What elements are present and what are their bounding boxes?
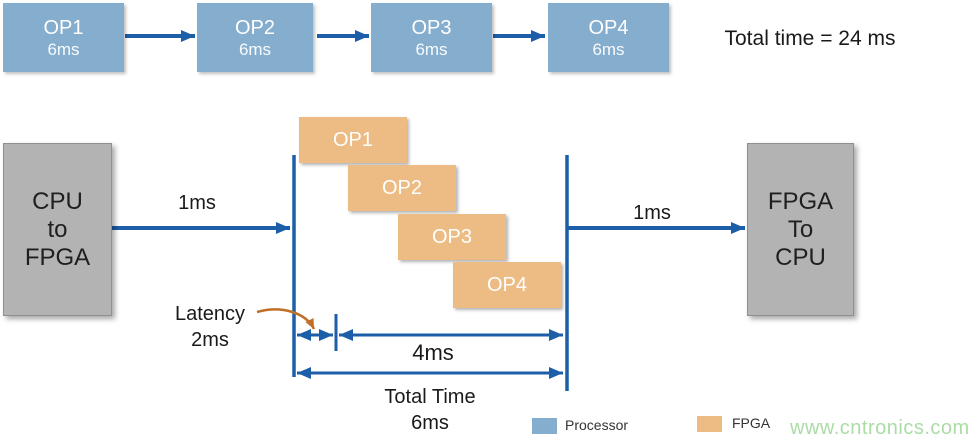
cpu-to-fpga-line1: CPU bbox=[32, 187, 83, 215]
latency-label-block: Latency 2ms bbox=[160, 301, 260, 353]
fpga-to-cpu-line1: FPGA bbox=[767, 187, 834, 215]
pipeline-total-block: Total Time 6ms bbox=[355, 384, 505, 436]
transfer-out-label: 1ms bbox=[633, 202, 671, 224]
latency-pointer-curve bbox=[256, 308, 316, 330]
seq-op2-box: OP2 6ms bbox=[197, 3, 313, 72]
seq-op1-label: OP1 bbox=[43, 16, 84, 39]
cpu-to-fpga-box: CPU to FPGA bbox=[3, 143, 112, 316]
seq-op2-label: OP2 bbox=[234, 16, 276, 39]
watermark-text: www.cntronics.com bbox=[790, 417, 970, 439]
seq-op1-box: OP1 6ms bbox=[3, 3, 124, 72]
legend-fpga-swatch bbox=[697, 416, 722, 432]
legend-fpga-label: FPGA bbox=[732, 415, 771, 431]
pipe-op1-box: OP1 bbox=[299, 117, 407, 163]
pipe-op4-label: OP4 bbox=[486, 273, 528, 296]
seq-op3-time: 6ms bbox=[415, 39, 448, 59]
latency-label: Latency bbox=[174, 303, 246, 325]
pipe-op1-label: OP1 bbox=[332, 128, 374, 151]
pipe-op2-box: OP2 bbox=[348, 165, 456, 211]
fpga-to-cpu-box: FPGA To CPU bbox=[747, 143, 854, 316]
transfer-in-label: 1ms bbox=[178, 192, 216, 214]
cpu-to-fpga-line2: to bbox=[47, 215, 68, 243]
seq-op3-label: OP3 bbox=[411, 16, 452, 39]
pipeline-total-label: Total Time bbox=[384, 386, 476, 408]
compute-time-label: 4ms bbox=[412, 340, 454, 365]
sequential-total-time-label: Total time = 24 ms bbox=[724, 27, 896, 50]
fpga-to-cpu-line2: To bbox=[787, 215, 814, 243]
pipe-op3-box: OP3 bbox=[398, 214, 506, 260]
legend-processor-swatch bbox=[532, 418, 557, 434]
seq-op1-time: 6ms bbox=[47, 39, 80, 59]
legend-processor-label: Processor bbox=[565, 417, 629, 433]
fpga-to-cpu-line3: CPU bbox=[775, 243, 826, 271]
seq-op2-time: 6ms bbox=[238, 39, 272, 59]
seq-op3-box: OP3 6ms bbox=[371, 3, 492, 72]
seq-op4-time: 6ms bbox=[592, 39, 625, 59]
seq-op4-box: OP4 6ms bbox=[548, 3, 669, 72]
pipe-op2-label: OP2 bbox=[381, 176, 423, 199]
pipeline-total-value: 6ms bbox=[411, 412, 449, 434]
pipe-op3-label: OP3 bbox=[431, 225, 473, 248]
pipe-op4-box: OP4 bbox=[453, 262, 561, 308]
seq-op4-label: OP4 bbox=[588, 16, 629, 39]
latency-value: 2ms bbox=[191, 329, 229, 351]
cpu-to-fpga-line3: FPGA bbox=[24, 243, 91, 271]
